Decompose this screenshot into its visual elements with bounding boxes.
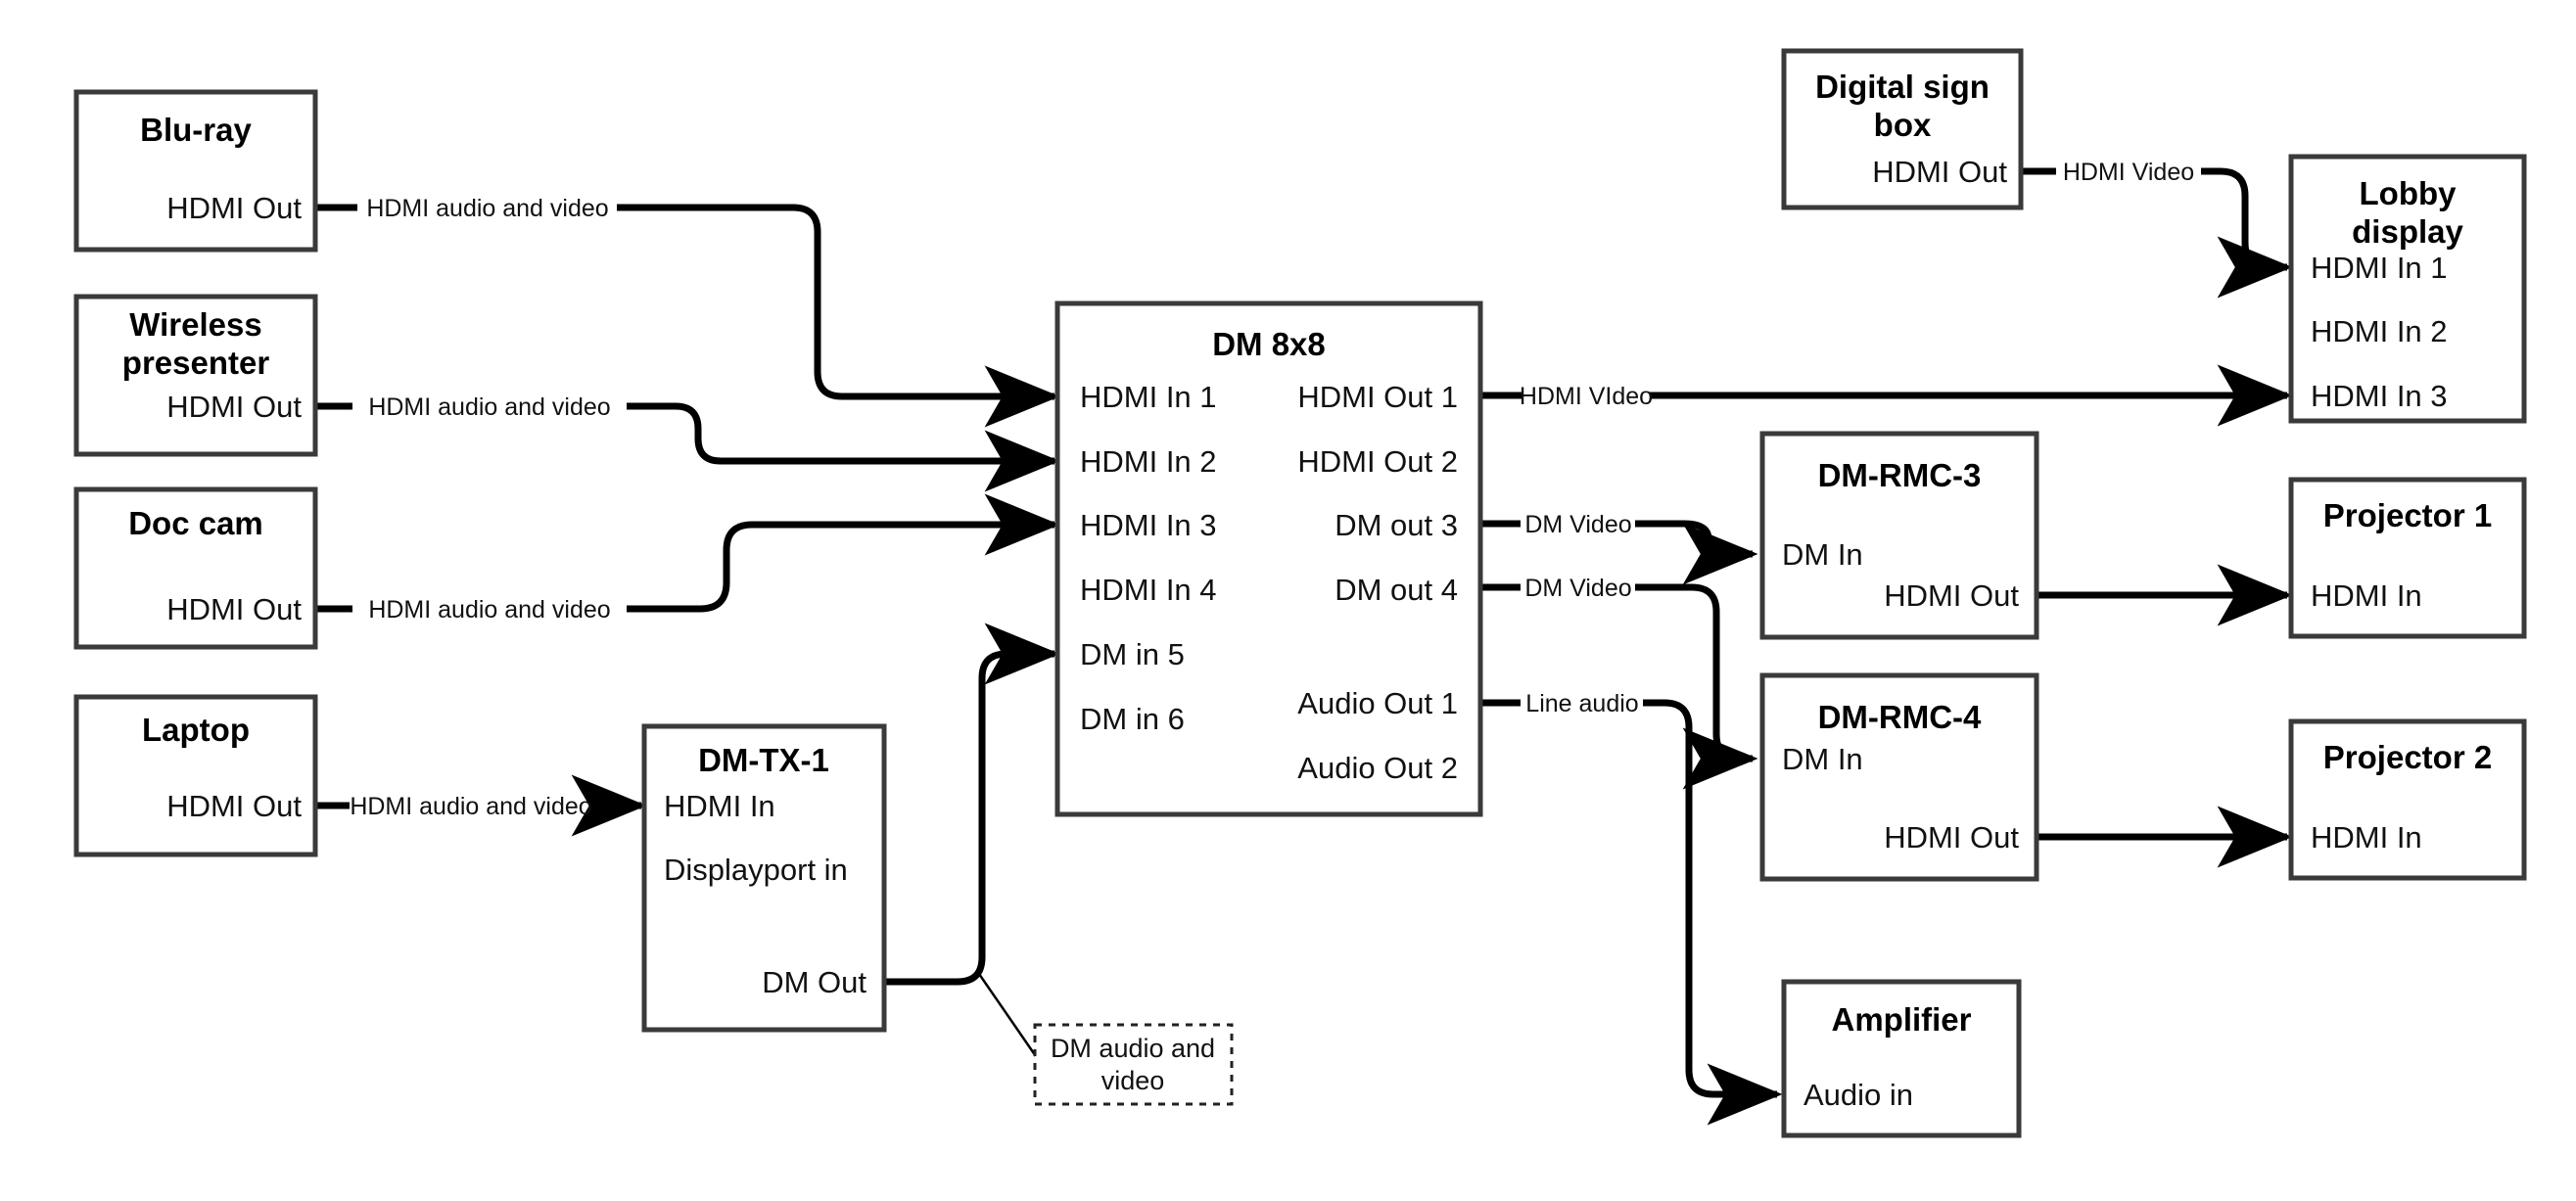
node-dm-8x8-input-3: HDMI In 3 bbox=[1080, 508, 1217, 542]
node-wireless-presenter-box[interactable] bbox=[73, 294, 318, 457]
node-projector-1-box[interactable] bbox=[2288, 477, 2527, 639]
node-dm-8x8-output-3: DM out 3 bbox=[1335, 508, 1458, 542]
node-bluray-title: Blu-ray bbox=[140, 112, 252, 148]
callout-leader-line bbox=[977, 973, 1042, 1063]
node-projector-2[interactable]: Projector 2 HDMI In bbox=[2288, 718, 2527, 881]
node-projector-1[interactable]: Projector 1 HDMI In bbox=[2288, 477, 2527, 639]
node-digital-sign-box-port-hdmi-out: HDMI Out bbox=[1872, 155, 2007, 189]
node-dm-rmc-4[interactable]: DM-RMC-4 DM In HDMI Out bbox=[1759, 672, 2039, 882]
node-digital-sign-box[interactable]: Digital sign box HDMI Out bbox=[1781, 48, 2024, 210]
node-laptop[interactable]: Laptop HDMI Out bbox=[73, 694, 318, 857]
edge-wireless-to-hdmi-in-2 bbox=[315, 406, 1054, 461]
node-amplifier-port-audio-in: Audio in bbox=[1803, 1078, 1913, 1112]
node-digital-sign-box-title-line2: box bbox=[1874, 107, 1932, 143]
node-projector-2-box[interactable] bbox=[2288, 718, 2527, 881]
node-bluray-box[interactable] bbox=[73, 89, 318, 253]
edge-label-wireless-to-hdmi-in-2: HDMI audio and video bbox=[368, 393, 610, 421]
node-dm-8x8-input-6: DM in 6 bbox=[1080, 702, 1185, 736]
edge-label-dm-out-4-to-rmc4: DM Video bbox=[1524, 575, 1631, 602]
node-dm-8x8-output-1: HDMI Out 1 bbox=[1297, 380, 1458, 414]
node-projector-2-title: Projector 2 bbox=[2323, 739, 2492, 775]
edge-label-doccam-to-hdmi-in-3: HDMI audio and video bbox=[368, 596, 610, 624]
node-dm-rmc-4-port-hdmi-out: HDMI Out bbox=[1884, 820, 2019, 855]
edge-dm-out-3-to-rmc3 bbox=[1480, 524, 1753, 554]
callout-dm-audio-and-video-line1: DM audio and bbox=[1051, 1034, 1215, 1063]
node-lobby-display-port-hdmi-in-1: HDMI In 1 bbox=[2311, 251, 2448, 285]
node-dm-rmc-4-title: DM-RMC-4 bbox=[1818, 699, 1982, 735]
node-wireless-presenter-port-hdmi-out: HDMI Out bbox=[166, 390, 302, 424]
node-dm-8x8-output-6: Audio Out 2 bbox=[1297, 751, 1458, 785]
node-laptop-port-hdmi-out: HDMI Out bbox=[166, 789, 302, 823]
node-dm-rmc-4-port-dm-in: DM In bbox=[1782, 742, 1863, 776]
node-dm-rmc-3-port-dm-in: DM In bbox=[1782, 537, 1863, 572]
node-laptop-title: Laptop bbox=[142, 712, 250, 748]
node-dm-8x8-output-4: DM out 4 bbox=[1335, 573, 1458, 607]
node-dm-tx-1-box[interactable] bbox=[641, 723, 887, 1033]
edge-label-laptop-to-dmtx1: HDMI audio and video bbox=[350, 793, 591, 820]
node-dm-rmc-3[interactable]: DM-RMC-3 DM In HDMI Out bbox=[1759, 431, 2039, 640]
node-dm-8x8[interactable]: DM 8x8 HDMI In 1 HDMI In 2 HDMI In 3 HDM… bbox=[1054, 300, 1483, 817]
node-wireless-presenter[interactable]: Wireless presenter HDMI Out bbox=[73, 294, 318, 457]
node-dm-8x8-title: DM 8x8 bbox=[1212, 326, 1326, 362]
node-dm-tx-1-port-hdmi-in: HDMI In bbox=[664, 789, 775, 823]
edge-label-hdmi-out-1-to-lobby: HDMI VIdeo bbox=[1520, 383, 1653, 410]
edge-label-audio-out-1-to-amplifier: Line audio bbox=[1525, 690, 1638, 717]
node-projector-2-port-hdmi-in: HDMI In bbox=[2311, 820, 2422, 855]
node-dm-8x8-input-5: DM in 5 bbox=[1080, 637, 1185, 671]
edge-audio-out-1-to-amplifier bbox=[1480, 699, 1777, 1094]
node-wireless-presenter-title-line2: presenter bbox=[122, 345, 270, 381]
node-lobby-display-title-line2: display bbox=[2352, 213, 2463, 250]
edge-label-dm-out-3-to-rmc3: DM Video bbox=[1524, 511, 1631, 538]
node-bluray-port-hdmi-out: HDMI Out bbox=[166, 191, 302, 225]
node-lobby-display-port-hdmi-in-2: HDMI In 2 bbox=[2311, 314, 2448, 348]
node-dm-tx-1-title: DM-TX-1 bbox=[698, 742, 829, 778]
node-dm-rmc-3-box[interactable] bbox=[1759, 431, 2039, 640]
callout-dm-audio-and-video-box bbox=[1033, 1023, 1234, 1106]
node-dm-8x8-input-2: HDMI In 2 bbox=[1080, 444, 1217, 479]
node-digital-sign-box-title-line1: Digital sign bbox=[1815, 69, 1990, 105]
node-lobby-display-port-hdmi-in-3: HDMI In 3 bbox=[2311, 379, 2448, 413]
node-amplifier[interactable]: Amplifier Audio in bbox=[1781, 979, 2022, 1138]
node-laptop-box[interactable] bbox=[73, 694, 318, 857]
node-bluray[interactable]: Blu-ray HDMI Out bbox=[73, 89, 318, 253]
edge-doccam-to-hdmi-in-3 bbox=[315, 525, 1054, 613]
callout-dm-audio-and-video: DM audio and video bbox=[1033, 1023, 1234, 1106]
node-digital-sign-box-rect[interactable] bbox=[1781, 48, 2024, 210]
edge-label-bluray-to-hdmi-in-1: HDMI audio and video bbox=[366, 195, 608, 222]
node-doc-cam-box[interactable] bbox=[73, 486, 318, 650]
node-projector-1-port-hdmi-in: HDMI In bbox=[2311, 578, 2422, 613]
node-amplifier-box[interactable] bbox=[1781, 979, 2022, 1138]
node-dm-8x8-input-1: HDMI In 1 bbox=[1080, 380, 1217, 414]
node-dm-tx-1-port-displayport-in: Displayport in bbox=[664, 853, 848, 887]
node-wireless-presenter-title-line1: Wireless bbox=[129, 306, 261, 343]
node-lobby-display-box[interactable] bbox=[2288, 154, 2527, 424]
node-doc-cam-port-hdmi-out: HDMI Out bbox=[166, 592, 302, 626]
node-projector-1-title: Projector 1 bbox=[2323, 497, 2492, 533]
node-dm-8x8-output-2: HDMI Out 2 bbox=[1297, 444, 1458, 479]
edge-dm-out-4-to-rmc4 bbox=[1480, 583, 1753, 759]
node-dm-rmc-4-box[interactable] bbox=[1759, 672, 2039, 882]
edge-signbox-to-lobby-in-1 bbox=[2021, 167, 2287, 267]
node-doc-cam-title: Doc cam bbox=[128, 505, 263, 541]
node-dm-rmc-3-title: DM-RMC-3 bbox=[1818, 457, 1982, 493]
edge-label-signbox-to-lobby: HDMI Video bbox=[2063, 159, 2194, 186]
node-dm-tx-1[interactable]: DM-TX-1 HDMI In Displayport in DM Out bbox=[641, 723, 887, 1033]
node-dm-8x8-output-5: Audio Out 1 bbox=[1297, 686, 1458, 720]
edge-dmtx1-to-dm-in-5 bbox=[884, 623, 1060, 986]
node-dm-8x8-box[interactable] bbox=[1054, 300, 1483, 817]
node-dm-rmc-3-port-hdmi-out: HDMI Out bbox=[1884, 578, 2019, 613]
node-amplifier-title: Amplifier bbox=[1831, 1001, 1971, 1038]
node-lobby-display[interactable]: Lobby display HDMI In 1 HDMI In 2 HDMI I… bbox=[2288, 154, 2527, 424]
node-lobby-display-title-line1: Lobby bbox=[2360, 175, 2458, 211]
callout-dm-audio-and-video-line2: video bbox=[1101, 1066, 1165, 1095]
edge-bluray-to-hdmi-in-1 bbox=[315, 204, 1054, 396]
node-dm-tx-1-port-dm-out: DM Out bbox=[762, 965, 866, 999]
node-doc-cam[interactable]: Doc cam HDMI Out bbox=[73, 486, 318, 650]
node-dm-8x8-input-4: HDMI In 4 bbox=[1080, 573, 1217, 607]
